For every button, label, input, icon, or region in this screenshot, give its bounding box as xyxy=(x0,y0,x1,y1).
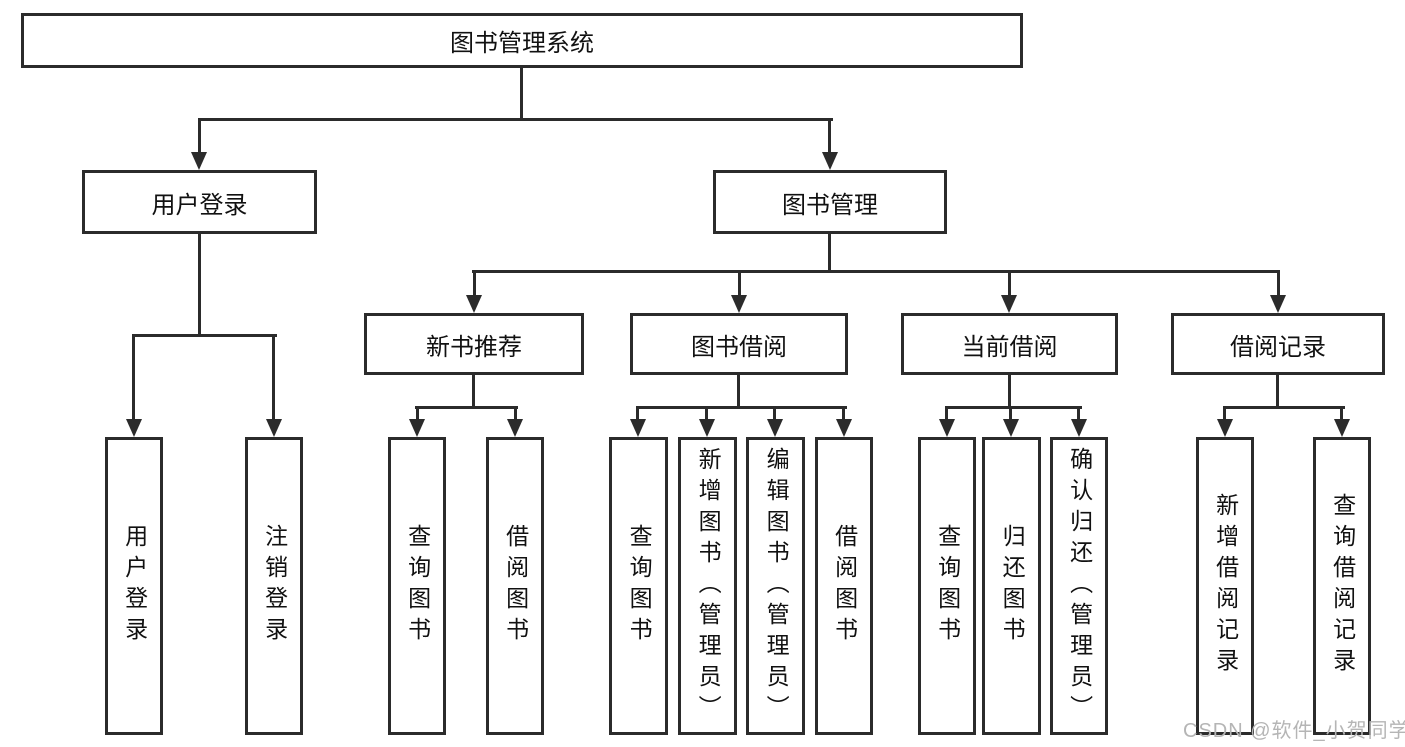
arrowhead-bor3 xyxy=(767,419,783,437)
connector-arrow-rec1-line xyxy=(416,406,419,422)
connector-arrow-borrow-line xyxy=(738,270,741,300)
arrowhead-cur3 xyxy=(1071,419,1087,437)
node-borrow-records-label: 借阅记录 xyxy=(1230,333,1326,361)
node-borrow-records: 借阅记录 xyxy=(1171,313,1385,375)
connector-arrow-cur2-line xyxy=(1009,406,1012,422)
node-root: 图书管理系统 xyxy=(21,13,1023,68)
leaf-records-query-record-label: 查询借阅记录 xyxy=(1329,493,1356,679)
leaf-records-add-record: 新增借阅记录 xyxy=(1196,437,1254,735)
node-book-borrow: 图书借阅 xyxy=(630,313,848,375)
leaf-borrow-query-books-label: 查询图书 xyxy=(626,524,653,648)
leaf-current-query-books-label: 查询图书 xyxy=(934,524,961,648)
connector-book-mgmt-stem xyxy=(828,234,831,272)
arrowhead-cur1 xyxy=(939,419,955,437)
connector-records-stem xyxy=(1276,375,1279,408)
arrowhead-bor1 xyxy=(630,419,646,437)
arrowhead-login1 xyxy=(126,419,142,437)
arrowhead-rec2 xyxy=(507,419,523,437)
connector-arrow-cur1-line xyxy=(945,406,948,422)
leaf-current-query-books: 查询图书 xyxy=(918,437,976,735)
leaf-current-return-books-label: 归还图书 xyxy=(999,524,1026,648)
connector-arrow-login1-line xyxy=(132,334,135,422)
arrowhead-book-mgmt xyxy=(822,152,838,170)
connector-arrow-user-login-line xyxy=(198,118,201,154)
leaf-recommend-borrow-books: 借阅图书 xyxy=(486,437,544,735)
connector-arrow-recd2-line xyxy=(1340,406,1343,422)
connector-arrow-rec2-line xyxy=(514,406,517,422)
connector-borrow-stem xyxy=(737,375,740,408)
connector-recommend-rail xyxy=(415,406,518,409)
connector-arrow-bor3-line xyxy=(773,406,776,422)
arrowhead-login2 xyxy=(266,419,282,437)
connector-arrow-bor4-line xyxy=(842,406,845,422)
leaf-borrow-query-books: 查询图书 xyxy=(609,437,668,735)
csdn-watermark: CSDN @软件_小贺同学 xyxy=(1183,720,1405,742)
leaf-current-return-books: 归还图书 xyxy=(982,437,1041,735)
node-new-book-recommend: 新书推荐 xyxy=(364,313,584,375)
leaf-borrow-borrow-books-label: 借阅图书 xyxy=(831,524,858,648)
leaf-borrow-borrow-books: 借阅图书 xyxy=(815,437,873,735)
arrowhead-recd2 xyxy=(1334,419,1350,437)
connector-login-rail xyxy=(132,334,277,337)
node-book-management-label: 图书管理 xyxy=(782,191,878,219)
connector-root-stem xyxy=(520,68,523,121)
arrowhead-borrow xyxy=(731,295,747,313)
leaf-recommend-borrow-books-label: 借阅图书 xyxy=(502,524,529,648)
arrowhead-user-login xyxy=(191,152,207,170)
arrowhead-records xyxy=(1270,295,1286,313)
connector-arrow-recd1-line xyxy=(1223,406,1226,422)
node-user-login: 用户登录 xyxy=(82,170,317,234)
connector-arrow-book-mgmt-line xyxy=(828,118,831,154)
connector-arrow-bor1-line xyxy=(636,406,639,422)
arrowhead-cur2 xyxy=(1003,419,1019,437)
connector-user-login-stem xyxy=(198,234,201,337)
connector-arrow-bor2-line xyxy=(705,406,708,422)
leaf-records-query-record: 查询借阅记录 xyxy=(1313,437,1371,735)
connector-recommend-stem xyxy=(472,375,475,408)
connector-level2-rail xyxy=(198,118,833,121)
leaf-borrow-add-books-admin: 新增图书（管理员） xyxy=(678,437,737,735)
connector-arrow-cur3-line xyxy=(1077,406,1080,422)
connector-arrow-current-line xyxy=(1008,270,1011,300)
arrowhead-rec1 xyxy=(409,419,425,437)
node-user-login-label: 用户登录 xyxy=(151,191,248,219)
node-current-borrow-label: 当前借阅 xyxy=(961,333,1058,361)
connector-arrow-login2-line xyxy=(272,334,275,422)
arrowhead-recommend xyxy=(466,295,482,313)
leaf-user-login: 用户登录 xyxy=(105,437,163,735)
node-new-book-recommend-label: 新书推荐 xyxy=(426,333,522,361)
arrowhead-current xyxy=(1001,295,1017,313)
arrowhead-bor2 xyxy=(699,419,715,437)
connector-borrow-rail xyxy=(636,406,847,409)
leaf-logout: 注销登录 xyxy=(245,437,303,735)
node-root-label: 图书管理系统 xyxy=(450,30,594,57)
connector-arrow-recommend-line xyxy=(473,270,476,300)
leaf-current-confirm-return-admin: 确认归还（管理员） xyxy=(1050,437,1108,735)
leaf-recommend-query-books: 查询图书 xyxy=(388,437,446,735)
leaf-borrow-edit-books-admin-label: 编辑图书（管理员） xyxy=(763,446,790,726)
node-book-management: 图书管理 xyxy=(713,170,947,234)
arrowhead-recd1 xyxy=(1217,419,1233,437)
connector-current-stem xyxy=(1008,375,1011,408)
leaf-borrow-edit-books-admin: 编辑图书（管理员） xyxy=(746,437,805,735)
connector-records-rail xyxy=(1223,406,1345,409)
connector-arrow-records-line xyxy=(1277,270,1280,300)
node-current-borrow: 当前借阅 xyxy=(901,313,1118,375)
arrowhead-bor4 xyxy=(836,419,852,437)
leaf-records-add-record-label: 新增借阅记录 xyxy=(1212,493,1239,679)
connector-level3-rail xyxy=(472,270,1280,273)
leaf-borrow-add-books-admin-label: 新增图书（管理员） xyxy=(695,446,722,726)
leaf-recommend-query-books-label: 查询图书 xyxy=(404,524,431,648)
leaf-current-confirm-return-admin-label: 确认归还（管理员） xyxy=(1066,446,1093,726)
leaf-logout-label: 注销登录 xyxy=(261,524,288,648)
connector-current-rail xyxy=(945,406,1082,409)
node-book-borrow-label: 图书借阅 xyxy=(691,333,787,361)
leaf-user-login-label: 用户登录 xyxy=(121,524,148,648)
